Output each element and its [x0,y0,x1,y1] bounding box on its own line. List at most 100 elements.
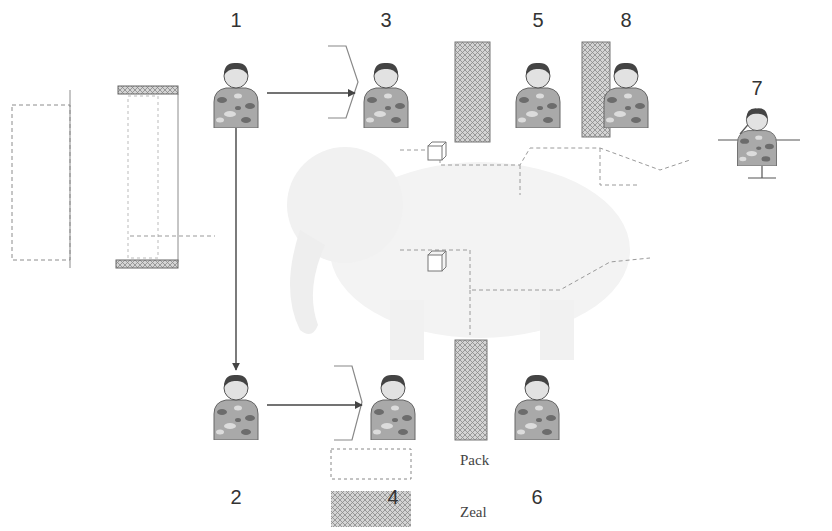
conveyor [400,148,690,335]
uniform [371,400,415,440]
rack-shelf [128,96,158,258]
camouflage-spot [606,118,614,123]
camouflage-spot [366,118,374,123]
camouflage-spot [526,111,538,117]
camouflage-spot [536,418,542,422]
conveyor-line [400,250,650,290]
watermark-leg [390,300,424,360]
small-box [428,251,446,271]
boxes [428,142,446,271]
callout-number: 5 [532,8,543,32]
swatch-shape [331,491,411,527]
conveyor-line [520,148,640,195]
camouflage-spot [543,117,553,123]
worker-station: 2 [205,370,267,509]
camouflage-spot [374,111,386,117]
camouflage-spot [234,94,242,99]
camouflage-spot [761,156,770,161]
worker-icon [208,370,264,440]
camouflage-spot [381,423,393,429]
flow-arrow [267,404,362,405]
legend-swatch [330,490,412,528]
flow-arrow [235,128,236,370]
camouflage-spot [542,429,552,435]
rack-bar [118,86,178,94]
worker-station: 8 [595,8,657,128]
camouflage-spot [519,97,529,103]
worker-icon [365,370,421,440]
worker-station: 5 [507,8,569,128]
camouflage-spot [224,111,236,117]
camouflage-spot [391,406,399,411]
worker-station: 7 [726,76,788,166]
uniform [364,88,408,128]
worker-icon [509,370,565,440]
camouflage-spot [635,103,645,109]
rack [12,86,215,268]
camouflage-spot [392,418,398,422]
worker-icon [510,58,566,128]
worker-station: 4 [362,370,424,509]
camouflage-spot [625,106,631,110]
camouflage-spot [614,111,626,117]
camouflage-spot [224,423,236,429]
camouflage-spot [525,423,537,429]
watermark [287,147,630,360]
camouflage-spot [607,97,617,103]
hair [526,63,550,75]
camouflage-spot [367,97,377,103]
camouflage-spot [385,106,391,110]
small-box [428,142,446,160]
camouflage-spot [235,106,241,110]
hair [614,63,638,75]
uniform [738,131,777,166]
camouflage-spot [755,135,762,139]
camouflage-spot [517,430,525,435]
chevron-guide [334,366,362,440]
camouflage-spot [739,157,746,161]
legend-label: Pack [460,451,489,469]
camouflage-spot [235,418,241,422]
callout-number: 3 [380,8,391,32]
camouflage-spot [216,430,224,435]
camouflage-spot [241,117,251,123]
camouflage-spot [746,151,757,156]
watermark-leg [540,300,574,360]
worker-icon [358,58,414,128]
worker-station: 6 [506,370,568,509]
hair [381,375,405,387]
uniform [515,400,559,440]
worker-icon [732,104,782,166]
connectors [236,93,362,405]
zeal-panel [455,42,490,142]
rack-frame [12,105,70,260]
uniform [604,88,648,128]
camouflage-spot [756,147,761,151]
zeal-panel [455,340,487,440]
head [746,109,767,130]
worker-icon [208,58,264,128]
flow-arrow [267,92,355,93]
camouflage-spot [547,103,557,109]
camouflage-spot [631,117,641,123]
camouflage-spot [245,103,255,109]
callout-number: 2 [230,485,241,509]
camouflage-spot [518,409,528,415]
rack-post [70,90,71,268]
rack-bar [116,260,178,268]
worker-station: 1 [205,8,267,128]
camouflage-spot [241,429,251,435]
callout-number: 7 [751,76,762,100]
chevron-guide [328,46,358,118]
chevrons [328,46,362,440]
camouflage-spot [391,117,401,123]
camouflage-spot [546,415,556,421]
zeal-panels [455,42,610,440]
camouflage-spot [765,144,774,149]
legend-swatch [330,448,412,480]
callout-number: 1 [230,8,241,32]
camouflage-spot [374,409,384,415]
camouflage-spot [398,429,408,435]
conveyor-line [470,290,471,335]
